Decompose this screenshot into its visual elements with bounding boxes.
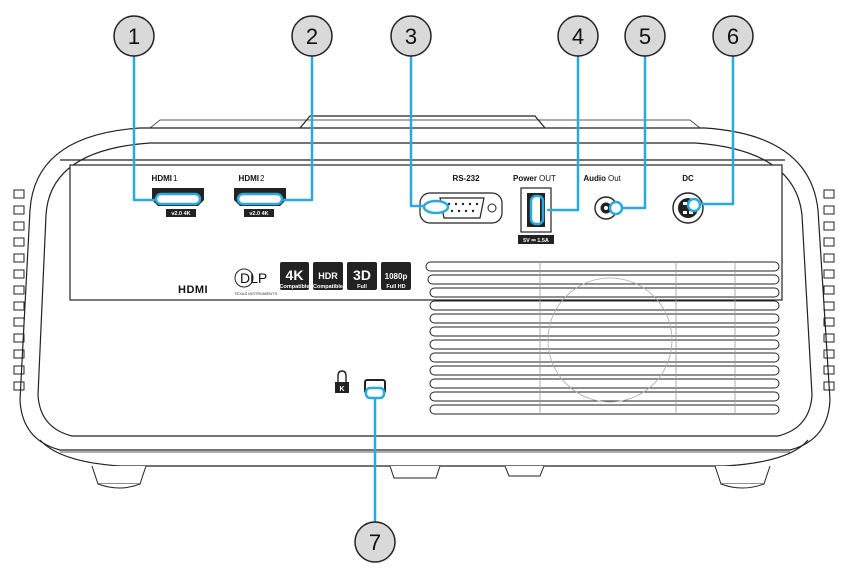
callout-3: 3	[390, 15, 432, 57]
hdmi1-label: HDMI	[152, 174, 172, 183]
hdmi2-label: HDMI	[239, 174, 259, 183]
dlp-sub-text: TEXAS INSTRUMENTS	[234, 291, 277, 296]
callout-6: 6	[712, 15, 754, 57]
callout-leaders	[132, 54, 735, 524]
vent-grill	[425, 261, 780, 415]
callout-2-number: 2	[306, 24, 318, 49]
callout-markers	[154, 192, 702, 400]
callout-6-number: 6	[727, 24, 739, 49]
badge-4k-bottom: Compatible	[280, 284, 310, 290]
hdmi-logo: HDMI	[178, 284, 208, 296]
badge-hdr-bottom: Compatible	[313, 284, 343, 290]
logo-row: HDMI DLP TEXAS INSTRUMENTS 4K Compatible…	[178, 262, 411, 296]
callout-7: 7	[354, 521, 396, 563]
callout-1: 1	[113, 15, 155, 57]
badge-1080p-bottom: Full HD	[386, 284, 405, 290]
hdmi2-spec: v2.0 4K	[249, 211, 268, 217]
callout-3-number: 3	[405, 24, 417, 49]
badge-hdr: HDR Compatible	[313, 262, 343, 290]
callout-4-number: 4	[572, 24, 584, 49]
badge-3d-top: 3D	[353, 267, 371, 283]
badge-3d: 3D Full	[347, 262, 377, 290]
hdmi1-number: 1	[173, 174, 178, 183]
dlp-logo-text: DLP	[240, 270, 267, 286]
callout-2: 2	[291, 15, 333, 57]
callout-7-number: 7	[369, 530, 381, 555]
callout-5: 5	[624, 15, 666, 57]
audio-out-suffix: Out	[608, 174, 622, 183]
hdmi1-spec: v2.0 4K	[171, 211, 190, 217]
badge-hdr-top: HDR	[318, 271, 338, 281]
badge-4k: 4K Compatible	[280, 262, 310, 290]
svg-text:K: K	[339, 386, 344, 393]
power-out-spec: 5V ⎓ 1.5A	[523, 238, 549, 244]
dlp-logo: DLP TEXAS INSTRUMENTS	[234, 268, 277, 296]
projector-feet	[91, 465, 771, 489]
power-out-suffix: OUT	[539, 174, 556, 183]
left-side-vents	[13, 189, 25, 391]
callout-4: 4	[557, 15, 599, 57]
badge-1080p-top: 1080p	[385, 272, 408, 281]
badge-1080p: 1080p Full HD	[381, 262, 411, 290]
rs232-label: RS-232	[452, 174, 480, 183]
dc-label: DC	[682, 174, 694, 183]
audio-out-label: Audio	[583, 174, 606, 183]
power-out-label: Power	[513, 174, 537, 183]
callout-1-number: 1	[128, 24, 140, 49]
badge-4k-top: 4K	[286, 267, 304, 283]
right-side-vents	[823, 189, 835, 391]
callout-5-number: 5	[639, 24, 651, 49]
hdmi2-number: 2	[260, 174, 265, 183]
badge-3d-bottom: Full	[357, 284, 367, 290]
